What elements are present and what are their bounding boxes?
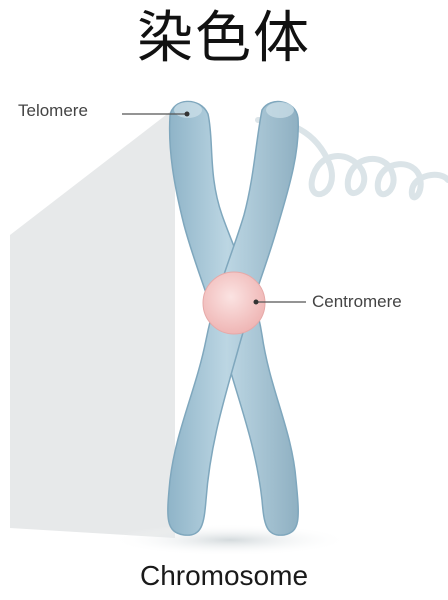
centromere-leader-dot xyxy=(254,300,259,305)
diagram-caption: Chromosome xyxy=(0,560,448,592)
page-title: 染色体 xyxy=(0,6,448,72)
telomere-leader-dot xyxy=(185,112,190,117)
label-centromere: Centromere xyxy=(312,292,402,312)
label-telomere: Telomere xyxy=(18,101,88,121)
background-wedge xyxy=(10,108,175,538)
telomere-cap-right xyxy=(266,102,294,118)
chromosome-shadow xyxy=(110,524,350,556)
